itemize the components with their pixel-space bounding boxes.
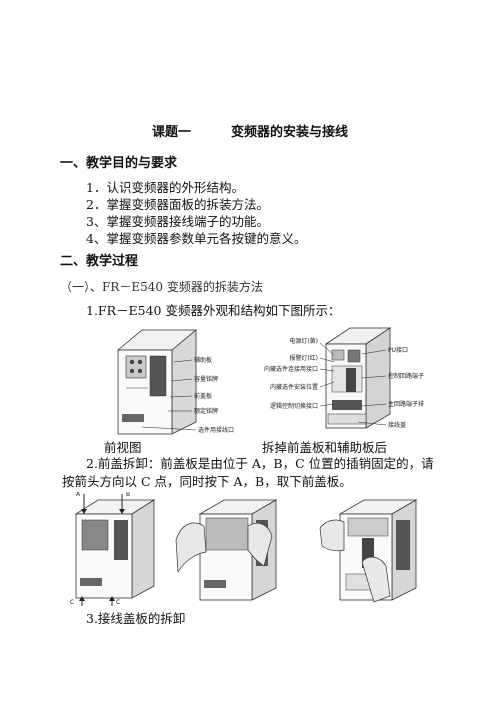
front-label-2: 容量铭牌: [194, 375, 218, 383]
goal-item-4: 4、掌握变频器参数单元各按键的意义。: [86, 231, 307, 246]
subsection-heading: （一）、FR－E540 变频器的拆装方法: [60, 280, 263, 294]
back-label-left-5: 逻辑控制切换接口: [270, 402, 318, 410]
title-topic: 变频器的安装与接线: [231, 125, 349, 140]
section1-heading: 一、教学目的与要求: [60, 156, 178, 171]
back-label-right-4: 接线盖: [388, 421, 406, 429]
front-label-3: 前盖板: [194, 392, 212, 400]
label-a: A: [76, 492, 81, 498]
page-title: 课题一 变频器的安装与接线: [0, 121, 500, 140]
back-label-right-2: 控制回路端子: [388, 372, 424, 380]
paragraph-3: 3.接线盖板的拆卸: [86, 611, 186, 626]
goal-item-1: 1．认识变频器的外形结构。: [86, 180, 244, 195]
front-label-5: 选件用接线口: [198, 426, 234, 434]
back-view-figure: 电源灯(黄) 报警灯(红) 内藏选件连接用接口 内藏选件安装位置 逻辑控制切换接…: [264, 327, 424, 429]
paragraph-1: 1.FR－E540 变频器外观和结构如下图所示：: [86, 303, 341, 318]
back-label-left-2: 报警灯(红): [289, 354, 318, 362]
label-b: B: [126, 492, 130, 498]
cover-removal-step-3: [319, 499, 418, 603]
paragraph-2: 2.前盖拆卸：前盖板是由位于 A，B，C 位置的插销固定的，请按箭头方向以 C …: [62, 456, 434, 489]
cover-removal-step-1: A B C C: [70, 492, 156, 606]
back-label-left-1: 电源灯(黄): [289, 337, 318, 345]
label-c-left: C: [70, 599, 74, 606]
back-label-left-4: 内藏选件安装位置: [270, 383, 318, 391]
section2-heading: 二、教学过程: [60, 254, 139, 269]
title-lesson: 课题一: [151, 125, 191, 140]
back-label-left-3: 内藏选件连接用接口: [264, 365, 318, 373]
front-view-figure: 辅助板 容量铭牌 前盖板 额定铭牌 选件用接线口: [116, 329, 234, 435]
front-label-4: 额定铭牌: [194, 407, 218, 415]
caption-front-view: 前视图: [104, 440, 142, 455]
label-c-right: C: [116, 599, 120, 606]
front-label-1: 辅助板: [194, 356, 212, 364]
goal-item-2: 2．掌握变频器面板的拆装方法。: [86, 197, 269, 212]
back-label-right-3: 主回路端子排: [388, 400, 424, 408]
goal-item-3: 3、掌握变频器接线端子的功能。: [86, 214, 269, 229]
cover-removal-step-2: [175, 499, 278, 601]
back-label-right-1: PU接口: [388, 346, 408, 354]
caption-back-view: 拆掉前盖板和辅助板后: [262, 440, 388, 455]
